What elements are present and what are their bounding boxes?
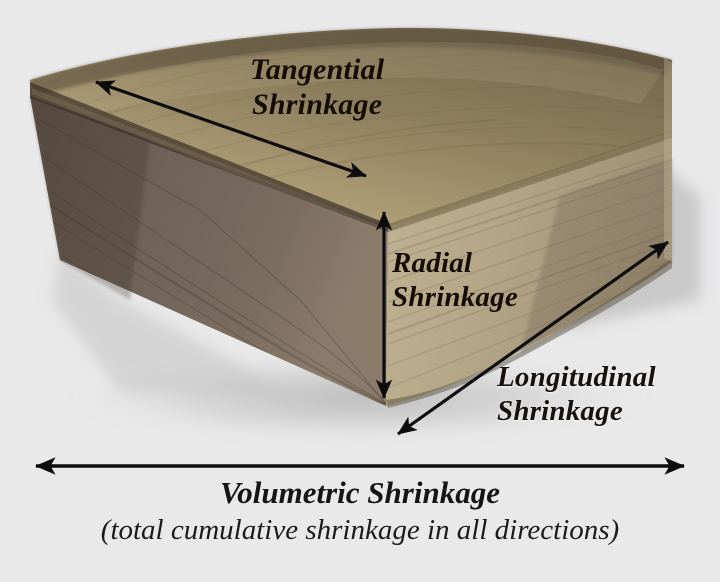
longitudinal-label-line1: Longitudinal: [497, 361, 656, 393]
longitudinal-shrinkage-label: Longitudinal Shrinkage: [497, 360, 656, 428]
tangential-shrinkage-label: Tangential Shrinkage: [250, 52, 384, 123]
radial-label-line1: Radial: [392, 247, 473, 279]
block-right-bevel: [664, 58, 672, 262]
tangential-arrow: [95, 80, 367, 178]
radial-shrinkage-label: Radial Shrinkage: [392, 246, 518, 314]
longitudinal-label-line2: Shrinkage: [497, 395, 623, 428]
tangential-label-line1: Tangential: [250, 53, 385, 86]
tangential-label-line2: Shrinkage: [252, 88, 383, 122]
caption-subtitle: (total cumulative shrinkage in all direc…: [100, 514, 620, 547]
volumetric-caption: Volumetric Shrinkage (total cumulative s…: [0, 475, 720, 547]
radial-label-line2: Shrinkage: [392, 281, 518, 314]
caption-title: Volumetric Shrinkage: [220, 475, 500, 510]
longitudinal-arrow: [397, 240, 669, 436]
